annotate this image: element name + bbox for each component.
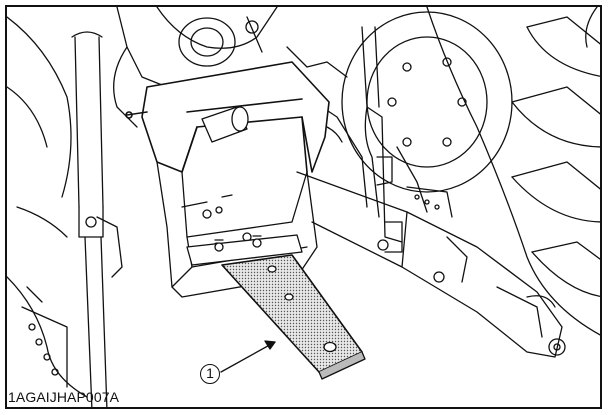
wheel-hub [341,11,513,193]
right-lift-rod [361,26,428,253]
lower-link [296,171,566,358]
drawbar [221,254,366,380]
left-lift-rod [71,31,123,407]
tractor-body-left [7,16,88,398]
figure-code: 1AGAIJHAP007A [8,389,120,405]
figure-frame: 1 [5,5,602,409]
line-drawing [7,7,600,407]
rear-tire [426,7,600,336]
callout-number-1: 1 [200,364,220,384]
callout-arrowhead [264,340,276,350]
pto-shaft [201,106,249,143]
rear-housing [113,7,368,208]
callout-leader [220,341,276,373]
drawbar-clamp [186,234,303,266]
